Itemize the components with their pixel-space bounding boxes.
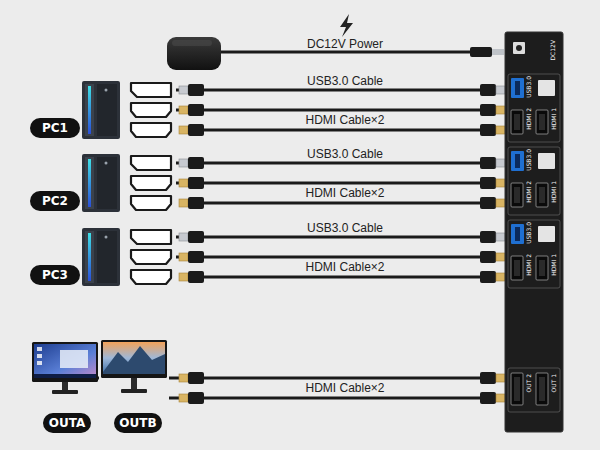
hdmi-plug	[179, 392, 204, 404]
port-label: USB3.0	[525, 76, 532, 98]
port-label: HDMI 2	[525, 254, 532, 276]
port-label: USB3.0	[525, 149, 532, 171]
kvm-switch: DC12VUSB3.0HDMI 2HDMI 1USB3.0HDMI 2HDMI …	[505, 32, 563, 432]
cable-label: HDMI Cable×2	[305, 186, 384, 200]
cable-label: HDMI Cable×2	[305, 260, 384, 274]
hdmi-plug	[480, 372, 505, 384]
desktop-taskbar	[34, 374, 96, 378]
cable-label: USB3.0 Cable	[307, 221, 383, 235]
desktop-icon	[37, 347, 42, 351]
desktop-icon	[37, 361, 42, 365]
monitor-frame	[32, 342, 98, 382]
port-group	[508, 220, 560, 288]
desktop-window	[60, 350, 88, 368]
output-label: OUTB	[114, 413, 162, 433]
power-jack-hole	[516, 45, 522, 51]
port-label: DC12V	[549, 40, 556, 61]
cable-connector	[169, 397, 505, 400]
cable-connector	[176, 236, 505, 239]
hdmi-slot	[539, 377, 545, 401]
pc-label: PC3	[30, 265, 80, 285]
cable-connector	[176, 89, 505, 92]
monitor-base	[121, 389, 147, 393]
port-label: HDMI 2	[525, 181, 532, 203]
cable-label: USB3.0 Cable	[307, 147, 383, 161]
monitor-output: OUTB	[99, 336, 169, 434]
pc-group: PC3	[8, 225, 176, 289]
pc-label: PC2	[30, 191, 80, 211]
hdmi-slot	[514, 377, 520, 401]
port-label: HDMI 1	[550, 108, 557, 130]
output-label: OUTA	[43, 413, 91, 433]
adapter-highlight	[172, 40, 212, 46]
hdmi-plug	[480, 392, 505, 404]
power-adapter	[167, 37, 221, 70]
cable-label: USB3.0 Cable	[307, 74, 383, 88]
monitor-frame	[101, 340, 167, 378]
hdmi-port	[536, 373, 548, 405]
pc-label: PC1	[30, 118, 80, 138]
port-label: HDMI 2	[525, 108, 532, 130]
cable-label: DC12V Power	[307, 37, 383, 51]
power-bolt	[340, 14, 353, 37]
mountain-picture	[103, 346, 165, 374]
monitor-base	[52, 390, 78, 394]
port-label: OUT 1	[550, 374, 557, 393]
pc-illustration	[82, 81, 505, 139]
cable-connector	[176, 182, 505, 185]
monitor-screen	[103, 342, 165, 374]
monitor-stand	[62, 382, 68, 391]
pc-group: PC1	[8, 78, 176, 142]
port-label: USB3.0	[525, 222, 532, 244]
cable-connector	[176, 256, 505, 259]
port-group	[508, 147, 560, 215]
port-group	[508, 74, 560, 142]
power-plug	[470, 47, 492, 57]
power-jack	[513, 42, 525, 54]
cable-label: HDMI Cable×2	[305, 381, 384, 395]
pc-illustration	[82, 228, 505, 286]
cable-connector	[176, 109, 505, 112]
port-frame	[508, 368, 560, 412]
port-label: OUT 2	[525, 374, 532, 393]
port-label: HDMI 1	[550, 181, 557, 203]
hdmi-port	[511, 373, 523, 405]
cable-connector	[176, 162, 505, 165]
hdmi-plug	[179, 372, 204, 384]
port-label: HDMI 1	[550, 254, 557, 276]
cable-label: HDMI Cable×2	[305, 113, 384, 127]
monitor-output: OUTA	[28, 336, 98, 434]
desktop-icon	[37, 354, 42, 358]
pc-illustration	[82, 154, 505, 212]
monitor-screen	[34, 344, 96, 378]
monitor-stand	[131, 378, 137, 390]
kvm-switch-body	[505, 32, 563, 432]
pc-group: PC2	[8, 151, 176, 215]
power-plug-tip	[492, 49, 504, 55]
